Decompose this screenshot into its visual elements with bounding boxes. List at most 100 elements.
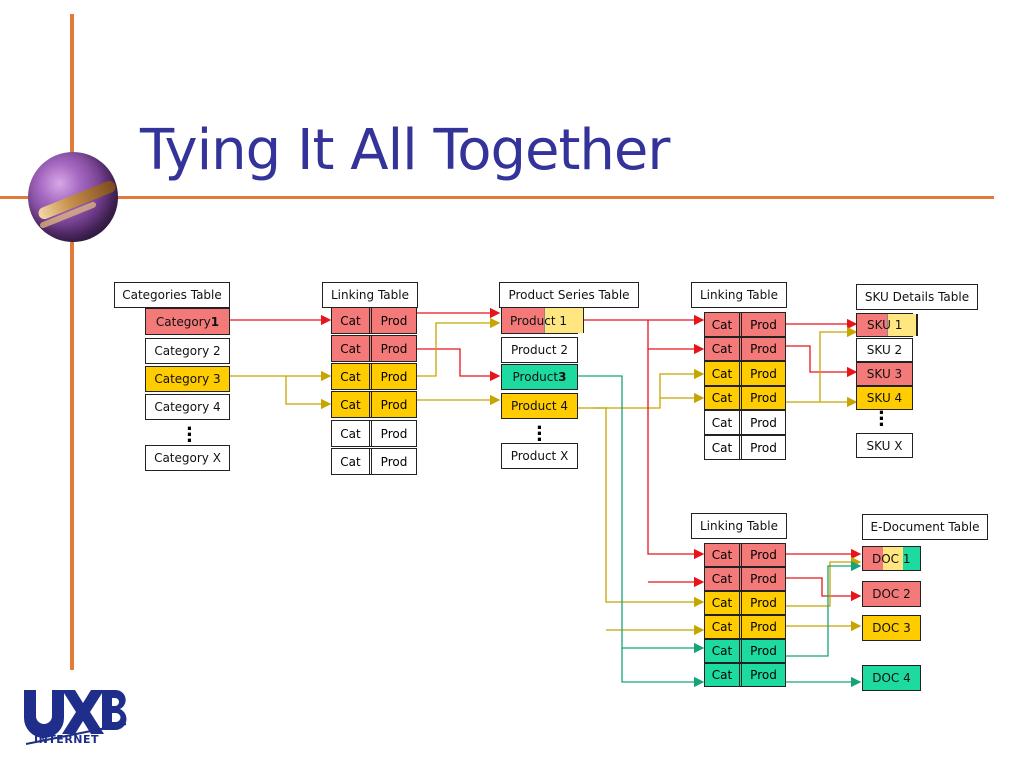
- linking3-row: Cat Prod: [704, 543, 786, 567]
- horizontal-accent-line: [0, 196, 994, 199]
- slide-title: Tying It All Together: [140, 118, 670, 183]
- category-1-row: Category 1: [145, 308, 230, 335]
- sku-x-row: SKU X: [856, 433, 913, 458]
- cat-cell: Cat: [705, 411, 742, 434]
- linking-table-3-header: Linking Table: [691, 513, 787, 539]
- category-1-label: Category: [155, 314, 211, 329]
- product-4-row: Product 4: [501, 393, 578, 419]
- category-3-row: Category 3: [145, 366, 230, 392]
- linking3-row: Cat Prod: [704, 567, 786, 591]
- prod-cell: Prod: [750, 391, 777, 405]
- prod-cell: Prod: [750, 668, 777, 682]
- linking-table-2-header: Linking Table: [691, 282, 787, 308]
- ellipsis-dots-icon: ...: [878, 398, 885, 431]
- prod-cell: Prod: [380, 313, 408, 328]
- linking1-row: Cat Prod: [331, 448, 417, 475]
- logo-internet-text: INTERNET: [34, 733, 100, 746]
- linking1-row: Cat Prod: [331, 363, 417, 390]
- vertical-accent-line: [70, 14, 74, 670]
- linking2-row: Cat Prod: [704, 410, 786, 435]
- doc-1-label: DOC 1: [872, 551, 911, 566]
- sku-1-row: SKU 1: [856, 313, 918, 337]
- cat-cell: Cat: [705, 338, 742, 360]
- category-2-row: Category 2: [145, 338, 230, 364]
- doc-4-row: DOC 4: [862, 665, 921, 691]
- arrow-link3-doc2: [785, 577, 862, 602]
- prod-cell: Prod: [380, 397, 408, 412]
- doc-2-row: DOC 2: [862, 581, 921, 607]
- product-1-row: Product 1: [501, 307, 584, 334]
- product-2-row: Product 2: [501, 337, 578, 363]
- ellipsis-dots-icon: ...: [186, 414, 193, 447]
- cat-cell: Cat: [332, 449, 372, 474]
- category-x-row: Category X: [145, 445, 230, 471]
- arrow-prod1-link2b: [647, 320, 705, 355]
- cat-cell: Cat: [705, 362, 742, 385]
- linking1-row: Cat Prod: [331, 391, 417, 418]
- category-4-row: Category 4: [145, 394, 230, 420]
- product-1-label: Product 1: [510, 313, 568, 328]
- cat-cell: Cat: [705, 387, 742, 409]
- linking2-row: Cat Prod: [704, 312, 786, 337]
- arrow-prod3-link3b: [621, 648, 705, 688]
- arrow-link-prod3: [416, 348, 501, 382]
- arrow-link2-sku1-y: [819, 326, 858, 402]
- prod-cell: Prod: [380, 454, 408, 469]
- cat-cell: Cat: [705, 568, 742, 590]
- cat-cell: Cat: [705, 592, 742, 614]
- cat-cell: Cat: [705, 616, 742, 638]
- arrow-cat3-link-b: [285, 376, 332, 410]
- arrow-link3-doc1-g: [785, 560, 862, 657]
- e-document-table-header: E-Document Table: [862, 514, 988, 540]
- prod-cell: Prod: [380, 426, 408, 441]
- arrow-prod4-link2a: [578, 368, 705, 409]
- linking3-row: Cat Prod: [704, 615, 786, 639]
- prod-cell: Prod: [750, 342, 777, 356]
- prod-cell: Prod: [750, 596, 777, 610]
- prod-cell: Prod: [380, 369, 408, 384]
- arrow-link3-doc1-y: [785, 556, 862, 607]
- prod-cell: Prod: [380, 341, 408, 356]
- arrow-prod1-link3a: [647, 349, 705, 560]
- cat-cell: Cat: [705, 313, 742, 336]
- linking-table-1-header: Linking Table: [322, 282, 418, 308]
- prod-cell: Prod: [750, 644, 777, 658]
- cat-cell: Cat: [705, 436, 742, 459]
- sku-2-row: SKU 2: [856, 338, 913, 362]
- cat-cell: Cat: [332, 336, 372, 361]
- doc-3-row: DOC 3: [862, 615, 921, 641]
- product-3-label: Product: [512, 370, 559, 384]
- linking3-row: Cat Prod: [704, 591, 786, 615]
- cat-cell: Cat: [332, 421, 372, 446]
- prod-cell: Prod: [750, 548, 777, 562]
- sku-3-row: SKU 3: [856, 362, 913, 386]
- doc-1-row: DOC 1: [862, 546, 921, 571]
- uxb-logo-icon: [24, 690, 127, 745]
- arrow-prod3-link3a: [578, 375, 705, 654]
- cat-cell: Cat: [705, 544, 742, 566]
- categories-table-header: Categories Table: [114, 282, 230, 308]
- prod-cell: Prod: [750, 572, 777, 586]
- prod-cell: Prod: [750, 415, 777, 430]
- product-3-number: 3: [558, 370, 567, 384]
- cat-cell: Cat: [705, 664, 742, 686]
- linking1-row: Cat Prod: [331, 420, 417, 447]
- prod-cell: Prod: [750, 366, 777, 381]
- linking1-row: Cat Prod: [331, 335, 417, 362]
- sku-1-label: SKU 1: [867, 318, 903, 332]
- prod-cell: Prod: [750, 317, 777, 332]
- prod-cell: Prod: [750, 620, 777, 634]
- cat-cell: Cat: [332, 364, 372, 389]
- cat-cell: Cat: [332, 392, 372, 417]
- arrow-prod4-link3a: [594, 407, 705, 608]
- product-series-table-header: Product Series Table: [499, 282, 639, 308]
- arrow-link2-sku3: [785, 345, 858, 378]
- ellipsis-dots-icon: ...: [536, 413, 543, 446]
- linking3-row: Cat Prod: [704, 663, 786, 687]
- linking2-row: Cat Prod: [704, 386, 786, 410]
- sku-4-row: SKU 4: [856, 386, 913, 410]
